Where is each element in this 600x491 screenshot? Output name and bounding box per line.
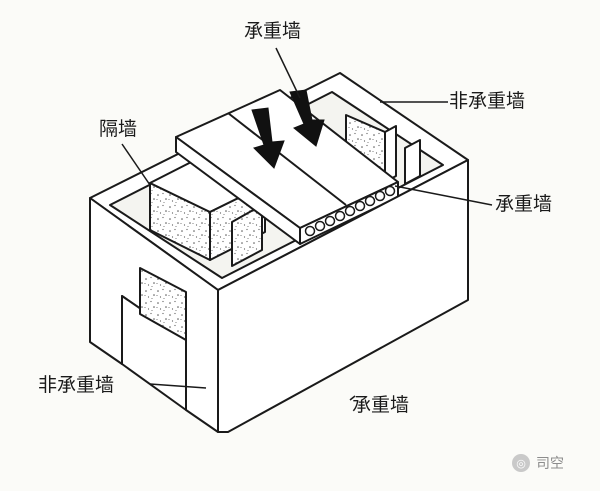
inner-wall-right-edge [384,125,397,183]
load-arrow-right [289,89,325,147]
label-load-bearing-right: 承重墙 [495,193,553,215]
door-inner-wall [139,267,187,341]
label-non-load-bearing-right: 非承重墙 [449,90,526,112]
label-non-load-bearing-left: 非承重墙 [38,374,115,396]
inner-slot-right [404,139,421,185]
watermark-icon: ◎ [512,454,530,472]
label-load-bearing-top: 承重墙 [244,20,302,42]
front-right-wall [217,159,469,433]
partition-wall-end [231,204,263,267]
load-arrows [251,89,325,169]
watermark-text: 司空 [536,456,564,472]
slab-cores [304,185,396,237]
label-load-bearing-front: 承重墙 [352,394,410,416]
load-arrow-left [251,107,285,169]
watermark: ◎ 司空 [512,453,564,473]
leader-lines [121,47,493,401]
label-partition-wall: 隔墙 [99,118,138,140]
